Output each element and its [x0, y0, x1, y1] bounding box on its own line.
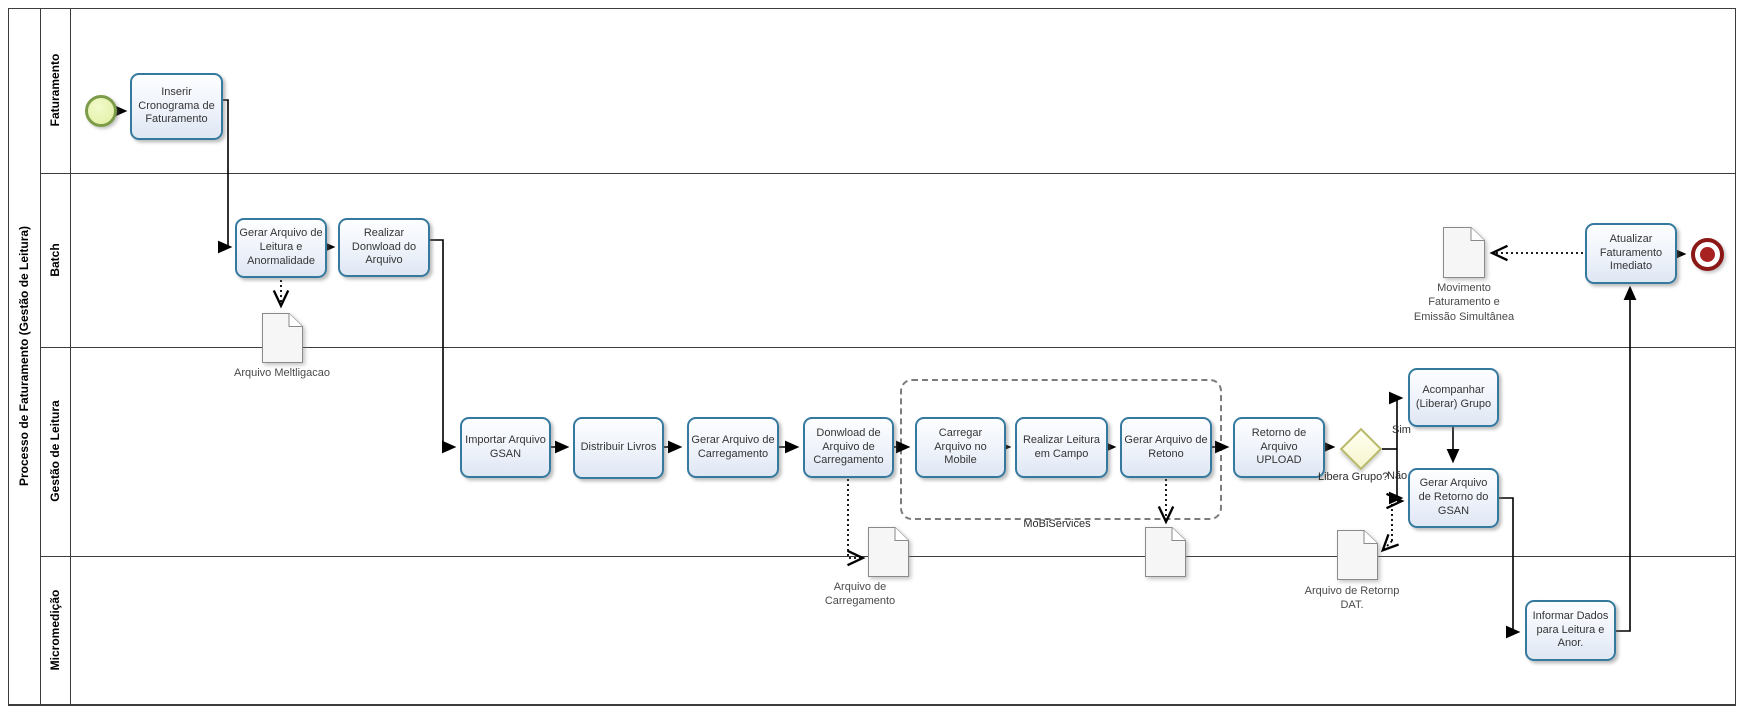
- task-label: Informar Dados para Leitura e Anor.: [1532, 609, 1609, 650]
- lane-label-batch: Batch: [48, 243, 62, 277]
- lane-divider-1: [40, 173, 1736, 174]
- task-atualizar-faturamento[interactable]: Atualizar Faturamento Imediato: [1585, 223, 1677, 284]
- flow-donwload-to-importar: [430, 239, 457, 454]
- document-arquivo-carregamento[interactable]: [868, 527, 909, 577]
- task-importar-arquivo-gsan[interactable]: Importar Arquivo GSAN: [460, 417, 551, 478]
- flow-retorno-gsan-to-informar: [1499, 497, 1521, 639]
- document-movimento-faturamento[interactable]: [1443, 227, 1485, 278]
- pool-right-border: [1735, 8, 1736, 705]
- assoc-doc-to-retorno-gsan: [1386, 492, 1405, 541]
- gateway-label: Libera Grupo?: [1318, 471, 1389, 483]
- task-label: Acompanhar (Liberar) Grupo: [1415, 383, 1492, 410]
- gateway-branch-sim: Sim: [1392, 424, 1411, 436]
- pool-left-border: [8, 8, 9, 705]
- task-gerar-arquivo-carregamento[interactable]: Gerar Arquivo de Carregamento: [687, 417, 779, 478]
- task-label: Inserir Cronograma de Faturamento: [138, 85, 215, 126]
- lane-label-faturamento: Faturamento: [48, 53, 62, 127]
- pool-title: Processo de Faturamento (Gestão de Leitu…: [17, 225, 31, 487]
- task-donwload-arquivo-carregamento[interactable]: Donwload de Arquivo de Carregamento: [803, 417, 894, 478]
- task-gerar-arquivo-retono[interactable]: Gerar Arquivo de Retono: [1120, 417, 1212, 478]
- task-label: Gerar Arquivo de Carregamento: [691, 433, 775, 460]
- task-label: Distribuir Livros: [580, 441, 657, 454]
- task-acompanhar-liberar-grupo[interactable]: Acompanhar (Liberar) Grupo: [1408, 368, 1499, 427]
- task-inserir-cronograma[interactable]: Inserir Cronograma de Faturamento: [130, 73, 223, 140]
- task-label: Atualizar Faturamento Imediato: [1599, 232, 1663, 273]
- task-gerar-arquivo-retorno-gsan[interactable]: Gerar Arquivo de Retorno do GSAN: [1408, 468, 1499, 528]
- task-distribuir-livros[interactable]: Distribuir Livros: [573, 417, 664, 479]
- task-label: Retorno de Arquivo UPLOAD: [1251, 426, 1307, 467]
- document-label: Arquivo Meltligacao: [234, 367, 330, 379]
- start-event[interactable]: [85, 95, 117, 127]
- lane-divider-2: [40, 347, 1736, 348]
- task-retorno-arquivo-upload[interactable]: Retorno de Arquivo UPLOAD: [1233, 417, 1325, 478]
- task-label: Realizar Leitura em Campo: [1022, 433, 1101, 460]
- task-carregar-arquivo-mobile[interactable]: Carregar Arquivo no Mobile: [915, 417, 1006, 478]
- lane-label-separator: [70, 8, 71, 705]
- assoc-donwload-carreg-to-doc: [847, 479, 866, 567]
- end-event-core: [1700, 247, 1715, 262]
- assoc-retorno-gsan-to-doc: [1380, 533, 1400, 553]
- lane-label-gestao: Gestão de Leitura: [48, 400, 62, 502]
- document-arquivo-meltligacao[interactable]: [262, 313, 303, 363]
- task-realizar-donwload[interactable]: Realizar Donwload do Arquivo: [338, 218, 430, 277]
- flow-informar-to-atualizar: [1616, 285, 1637, 632]
- task-label: Importar Arquivo GSAN: [465, 433, 546, 460]
- task-label: Donwload de Arquivo de Carregamento: [813, 426, 884, 467]
- document-arquivo-retornp-dat[interactable]: [1337, 530, 1378, 580]
- document-label: Arquivo de Carregamento: [824, 581, 896, 608]
- pool-title-separator: [40, 8, 41, 705]
- pool-bottom-border: [8, 704, 1736, 706]
- lane-label-micromedicao: Micromedição: [48, 589, 62, 671]
- document-retorno[interactable]: [1145, 527, 1186, 577]
- task-gerar-arquivo-leitura[interactable]: Gerar Arquivo de Leitura e Anormalidade: [235, 218, 327, 278]
- task-label: Gerar Arquivo de Leitura e Anormalidade: [239, 227, 323, 267]
- group-label: MoBiServices: [1023, 518, 1091, 530]
- task-label: Gerar Arquivo de Retono: [1124, 433, 1208, 460]
- document-label: Arquivo de Retornp DAT.: [1304, 585, 1400, 612]
- task-label: Carregar Arquivo no Mobile: [934, 426, 987, 467]
- document-label: Movimento Faturamento e Emissão Simultân…: [1413, 282, 1515, 323]
- task-label: Gerar Arquivo de Retorno do GSAN: [1418, 477, 1489, 517]
- end-event[interactable]: [1691, 238, 1724, 271]
- task-realizar-leitura-campo[interactable]: Realizar Leitura em Campo: [1015, 417, 1108, 478]
- gateway-libera-grupo[interactable]: [1339, 427, 1383, 471]
- gateway-branch-nao: Não: [1387, 470, 1408, 482]
- task-informar-dados[interactable]: Informar Dados para Leitura e Anor.: [1525, 600, 1616, 661]
- task-label: Realizar Donwload do Arquivo: [351, 226, 417, 267]
- pool-top-border: [8, 8, 1736, 9]
